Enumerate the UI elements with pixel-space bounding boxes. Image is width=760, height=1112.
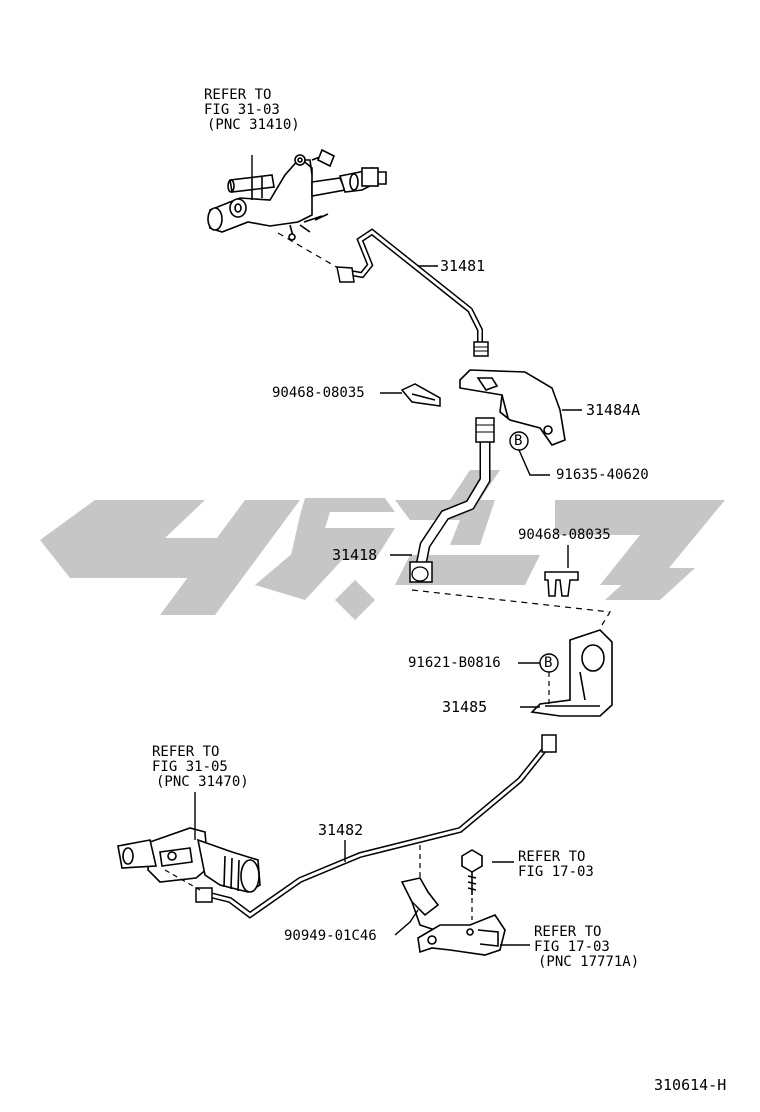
dashed-line-hose (411, 589, 612, 626)
dashed-line-release (164, 869, 201, 891)
bolt (461, 849, 483, 895)
label-91635: 91635-40620 (556, 467, 649, 483)
release-cylinder (117, 827, 261, 893)
bracket-17771A (417, 914, 506, 956)
hose-31418 (409, 417, 495, 583)
bracket-31484A (459, 369, 566, 446)
callout-b-upper: B (514, 433, 523, 449)
label-90468-lower: 90468-08035 (518, 527, 611, 543)
ref-master-l1: REFER TO (204, 87, 272, 103)
label-31484A: 31484A (586, 401, 641, 419)
ref-bracket-l3: (PNC 17771A) (538, 954, 640, 970)
clamp-90949 (400, 877, 440, 931)
ref-bolt-l1: REFER TO (518, 849, 586, 865)
ref-bolt-l2: FIG 17-03 (518, 864, 594, 880)
label-90468-upper: 90468-08035 (272, 385, 365, 401)
watermark-logo (40, 470, 725, 620)
pipe-31482 (195, 734, 557, 919)
figure-code: 310614-H (654, 1076, 727, 1094)
label-90949: 90949-01C46 (284, 928, 377, 944)
ref-release-l3: (PNC 31470) (156, 774, 249, 790)
label-31482: 31482 (318, 821, 364, 839)
label-31481: 31481 (440, 257, 486, 275)
ref-release-l2: FIG 31-05 (152, 759, 228, 775)
callout-b-upper-shape (509, 431, 550, 476)
dashed-line-master (277, 232, 346, 273)
leader-90949 (394, 909, 419, 936)
bracket-31485 (530, 629, 613, 717)
ref-bracket-l1: REFER TO (534, 924, 602, 940)
pipe-31481 (336, 228, 489, 357)
clip-90468-lower (544, 571, 579, 597)
ref-release-l1: REFER TO (152, 744, 220, 760)
clip-90468-upper (400, 383, 441, 407)
label-91621: 91621-B0816 (408, 655, 501, 671)
ref-master-l3: (PNC 31410) (207, 117, 300, 133)
master-cylinder (207, 148, 387, 241)
callout-b-lower: B (544, 655, 553, 671)
ref-master-l2: FIG 31-03 (204, 102, 280, 118)
ref-bracket-l2: FIG 17-03 (534, 939, 610, 955)
label-31418: 31418 (332, 546, 378, 564)
label-31485: 31485 (442, 698, 488, 716)
